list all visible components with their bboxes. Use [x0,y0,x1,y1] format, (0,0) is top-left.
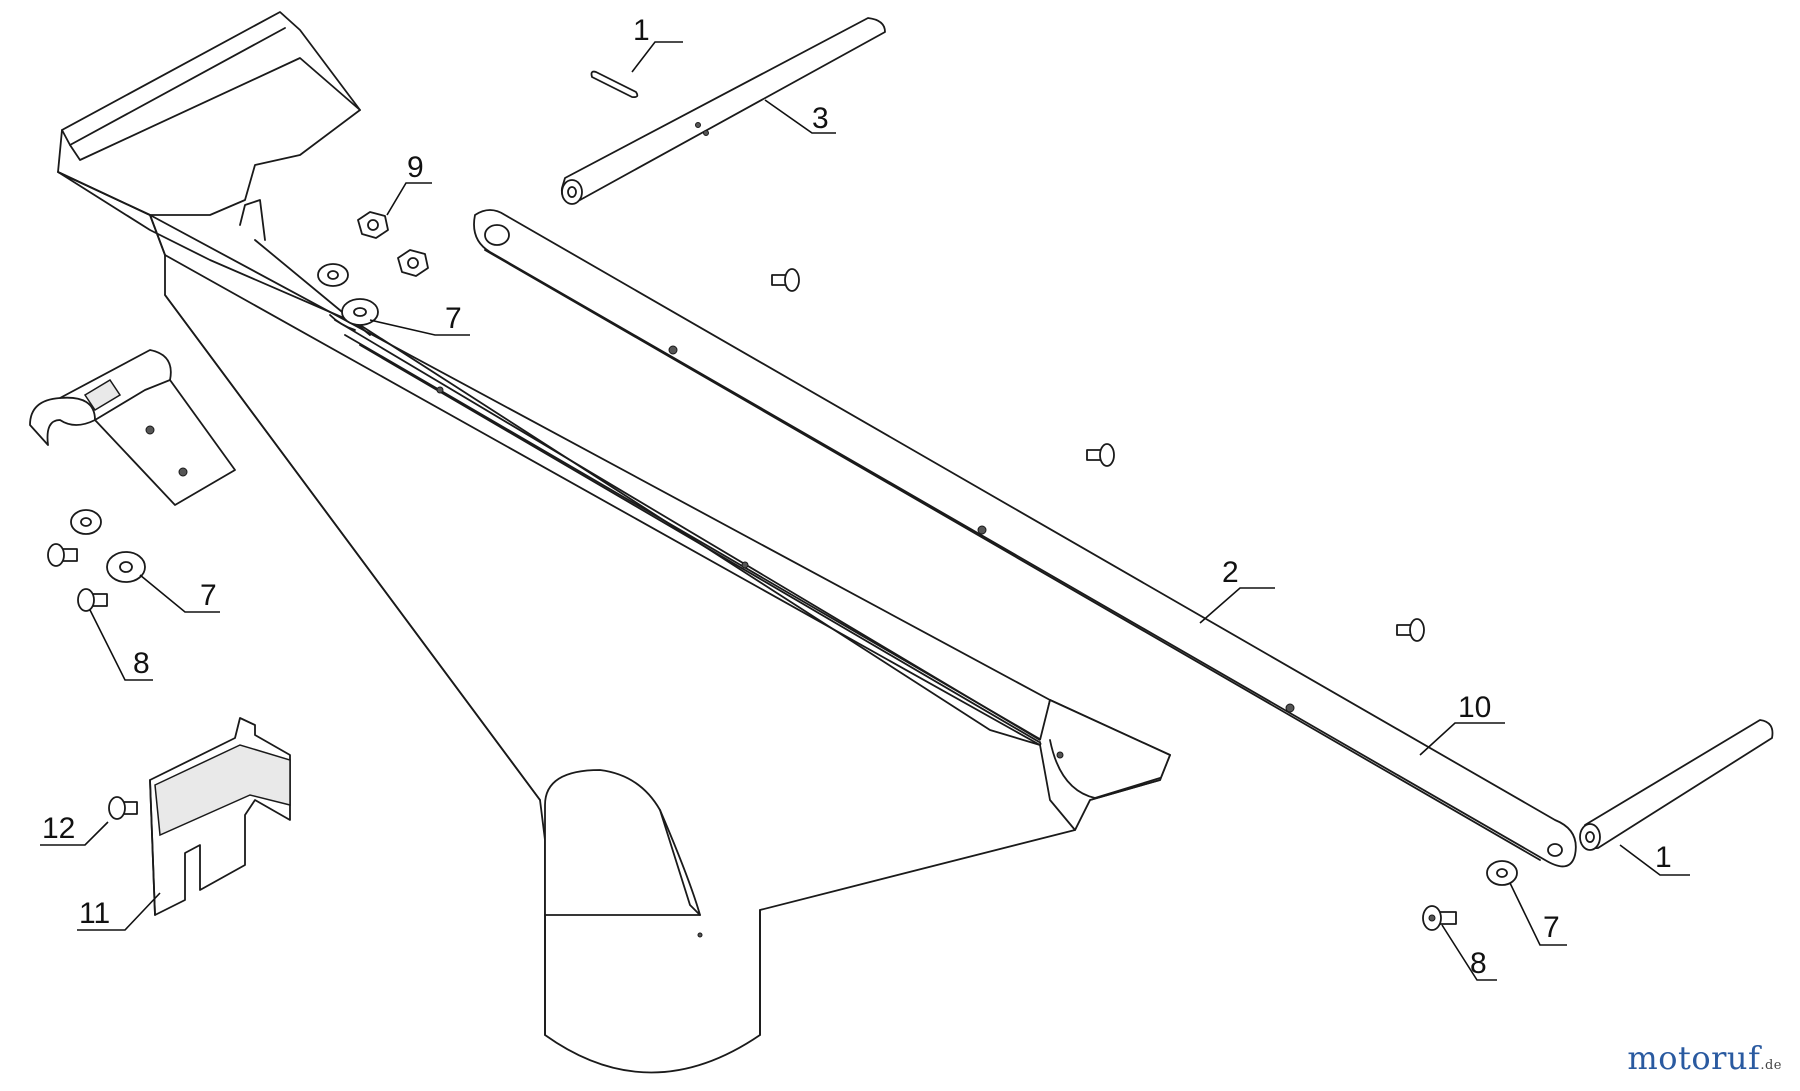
bracket [29,349,236,506]
callout-2: 2 [1222,556,1239,589]
callout-7-left: 7 [200,579,217,612]
callout-7-right: 7 [1543,911,1560,944]
lift-arm [473,209,1577,868]
plate-part-11 [149,717,291,916]
chute-body [57,11,1171,1074]
callout-10: 10 [1458,691,1491,724]
watermark-logo: motoruf.de [1627,1039,1782,1077]
callout-7-top: 7 [445,302,462,335]
callout-labels: 1 3 9 7 7 8 2 10 1 7 8 12 11 [42,14,1672,980]
pin-part-6 [590,70,639,99]
rod-part-3 [560,17,886,205]
bolts-part-8 [47,268,1457,931]
rod-part-1 [1579,719,1774,851]
nuts-part-9 [357,211,429,277]
callout-8-left: 8 [133,647,150,680]
callout-6: 1 [633,14,650,47]
washers-part-7 [70,263,1518,886]
watermark-tld: .de [1760,1058,1782,1073]
watermark-brand: motoruf [1627,1039,1761,1077]
callout-11: 11 [79,897,110,930]
callout-3: 3 [812,102,829,135]
callout-8-right: 8 [1470,947,1487,980]
leader-lines [40,41,1690,981]
callout-12: 12 [42,812,75,845]
callout-9: 9 [407,151,424,184]
callout-1: 1 [1655,841,1672,874]
